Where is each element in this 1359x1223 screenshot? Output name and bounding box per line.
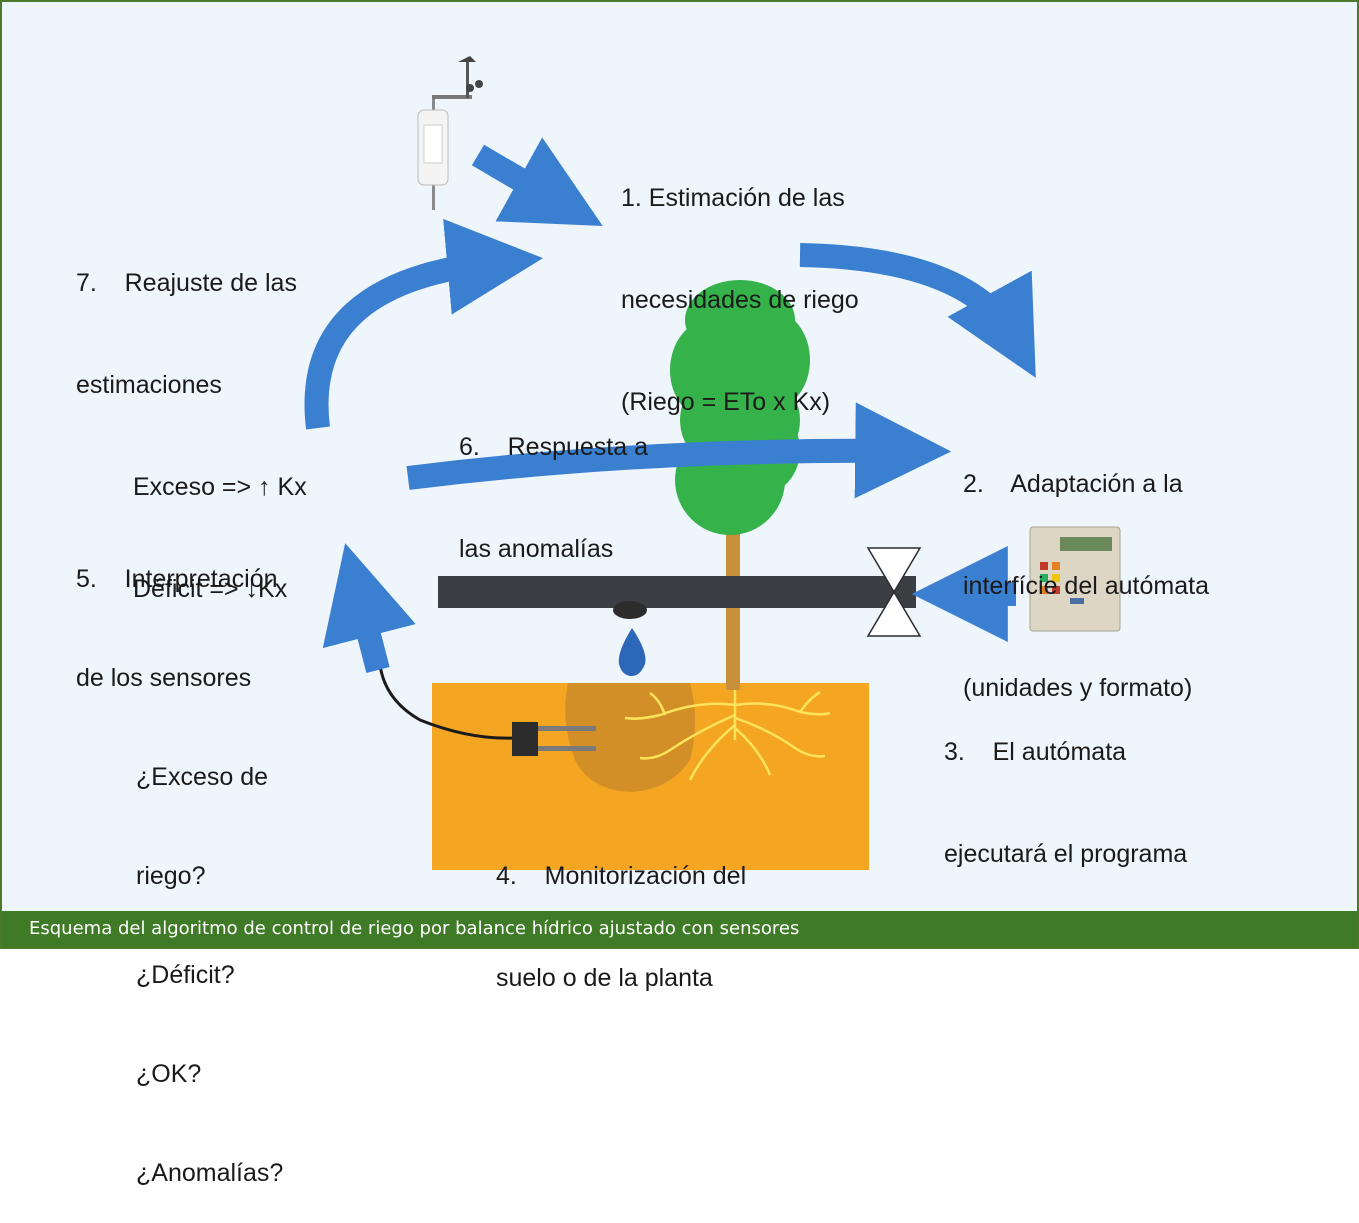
step2-line: interfície del autómata [963,572,1209,600]
water-drop-icon [618,628,646,676]
sensor-probe-icon [378,664,596,756]
step5-line: 5. Interpretación [76,565,278,593]
irrigation-diagram [304,56,1121,870]
step3-line: ejecutará el programa [944,840,1188,868]
dripper-icon [613,601,647,619]
step5-line: de los sensores [76,664,252,692]
step7-line: 7. Reajuste de las [76,269,297,297]
step4-line: suelo o de la planta [496,964,713,992]
step1-line: (Riego = ETo x Kx) [621,388,831,416]
figure-caption: Esquema del algoritmo de control de rieg… [2,911,1357,947]
arrow-step7-to-step1 [304,218,544,430]
weather-station-icon [417,56,483,210]
step7-line: estimaciones [76,371,222,399]
step4-label: 4. Monitorización del suelo o de la plan… [496,791,746,1029]
step5-label: 5. Interpretación de los sensores ¿Exces… [76,497,283,1223]
step5-line: ¿Exceso de [136,763,269,791]
step7-label: 7. Reajuste de las estimaciones Exceso =… [76,198,307,640]
irrigation-pipe [438,576,916,608]
step6-label: 6. Respuesta a las anomalías [459,362,648,600]
step7-line: Exceso => ↑ Kx [133,473,307,501]
step5-line: ¿OK? [136,1060,202,1088]
step5-line: ¿Anomalías? [136,1159,284,1187]
arrow-station-to-step1 [471,137,603,226]
step3-label: 3. El autómata ejecutará el programa [944,667,1187,905]
step3-line: 3. El autómata [944,738,1127,766]
step2-line: (unidades y formato) [963,674,1193,702]
arrow-step1-to-step2 [799,243,1036,378]
step1-line: necesidades de riego [621,286,859,314]
step2-label: 2. Adaptación a la interfície del autóma… [963,399,1209,739]
roots-icon [624,690,831,781]
step2-line: 2. Adaptación a la [963,470,1183,498]
step6-line: 6. Respuesta a [459,433,649,461]
arrow-sensor-to-step5 [322,543,416,674]
controller-icon [1029,526,1121,632]
valve-icon [866,547,922,637]
step5-line: ¿Déficit? [136,961,235,989]
step4-line: 4. Monitorización del [496,862,747,890]
step7-line: Déficit => ↓Kx [133,575,288,603]
step1-label: 1. Estimación de las necesidades de rieg… [621,113,859,453]
step5-line: riego? [136,862,206,890]
step1-line: 1. Estimación de las [621,184,845,212]
arrow-step5-to-step2 [406,402,952,499]
step6-line: las anomalías [459,535,614,563]
